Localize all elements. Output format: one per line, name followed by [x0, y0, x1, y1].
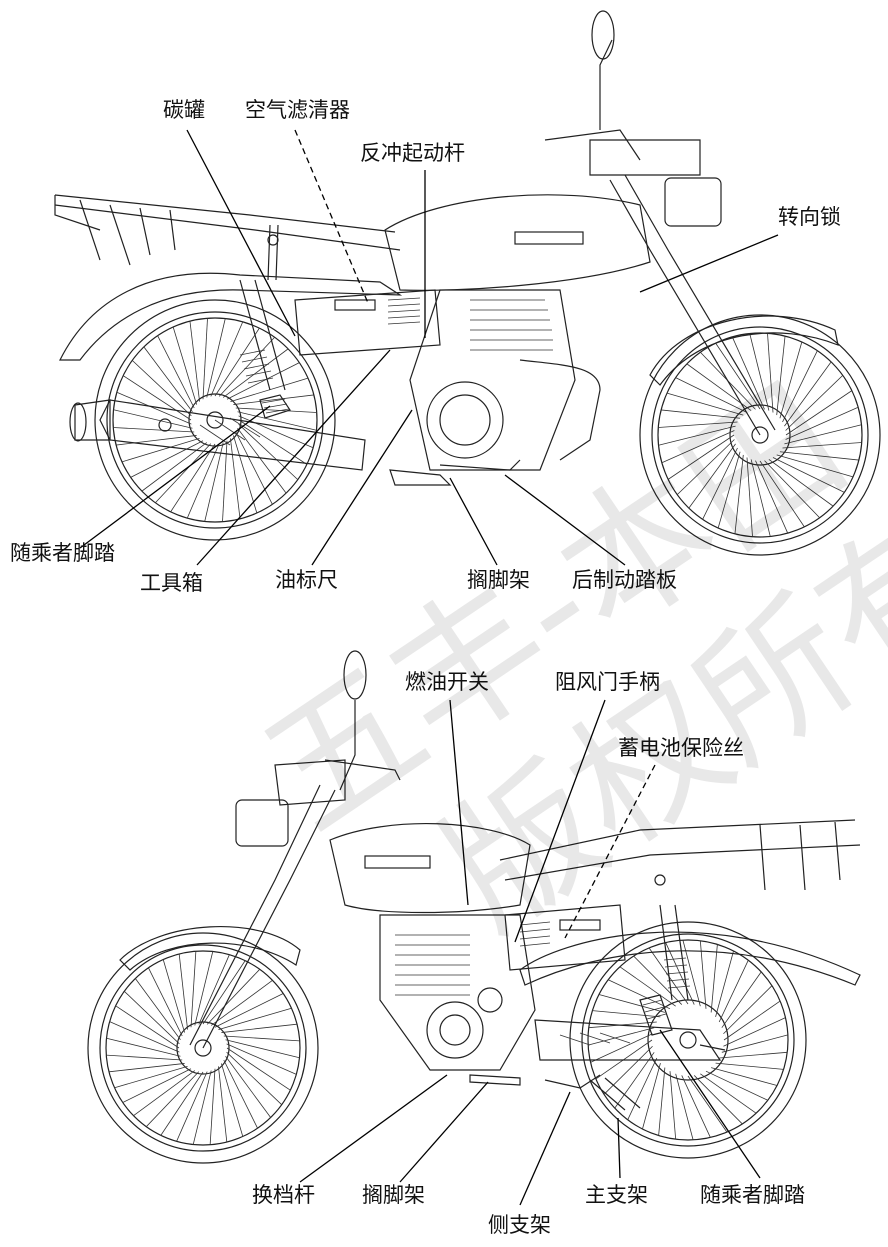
- label-oil-dipstick: 油标尺: [275, 568, 338, 592]
- label-gear-shift: 换档杆: [252, 1183, 315, 1207]
- label-footrest-bottom: 搁脚架: [362, 1183, 425, 1207]
- top-rear-wheel: [94, 299, 336, 541]
- top-body: [54, 10, 839, 486]
- label-choke-lever: 阻风门手柄: [555, 670, 660, 694]
- top-motorcycle-drawing: [54, 10, 881, 566]
- bottom-body: [119, 650, 861, 1111]
- label-carbon-canister: 碳罐: [163, 98, 205, 122]
- top-leader-lines: [79, 129, 779, 566]
- label-side-stand: 侧支架: [488, 1213, 551, 1237]
- label-main-stand: 主支架: [585, 1183, 648, 1207]
- bottom-leader-lines: [299, 699, 761, 1206]
- bottom-front-wheel: [87, 932, 319, 1164]
- label-passenger-footrest-bottom: 随乘者脚踏: [700, 1183, 805, 1207]
- label-rear-brake-pedal: 后制动踏板: [572, 568, 677, 592]
- bottom-rear-wheel: [569, 921, 807, 1159]
- bottom-motorcycle-drawing: [87, 650, 861, 1206]
- label-air-filter: 空气滤清器: [245, 98, 350, 122]
- label-tool-box: 工具箱: [140, 571, 203, 595]
- label-battery-fuse: 蓄电池保险丝: [618, 736, 744, 760]
- label-passenger-footrest-top: 随乘者脚踏: [10, 541, 115, 565]
- label-fuel-valve: 燃油开关: [405, 670, 489, 694]
- label-footrest-top: 搁脚架: [467, 568, 530, 592]
- label-kick-starter: 反冲起动杆: [360, 141, 465, 165]
- label-steering-lock: 转向锁: [778, 205, 841, 229]
